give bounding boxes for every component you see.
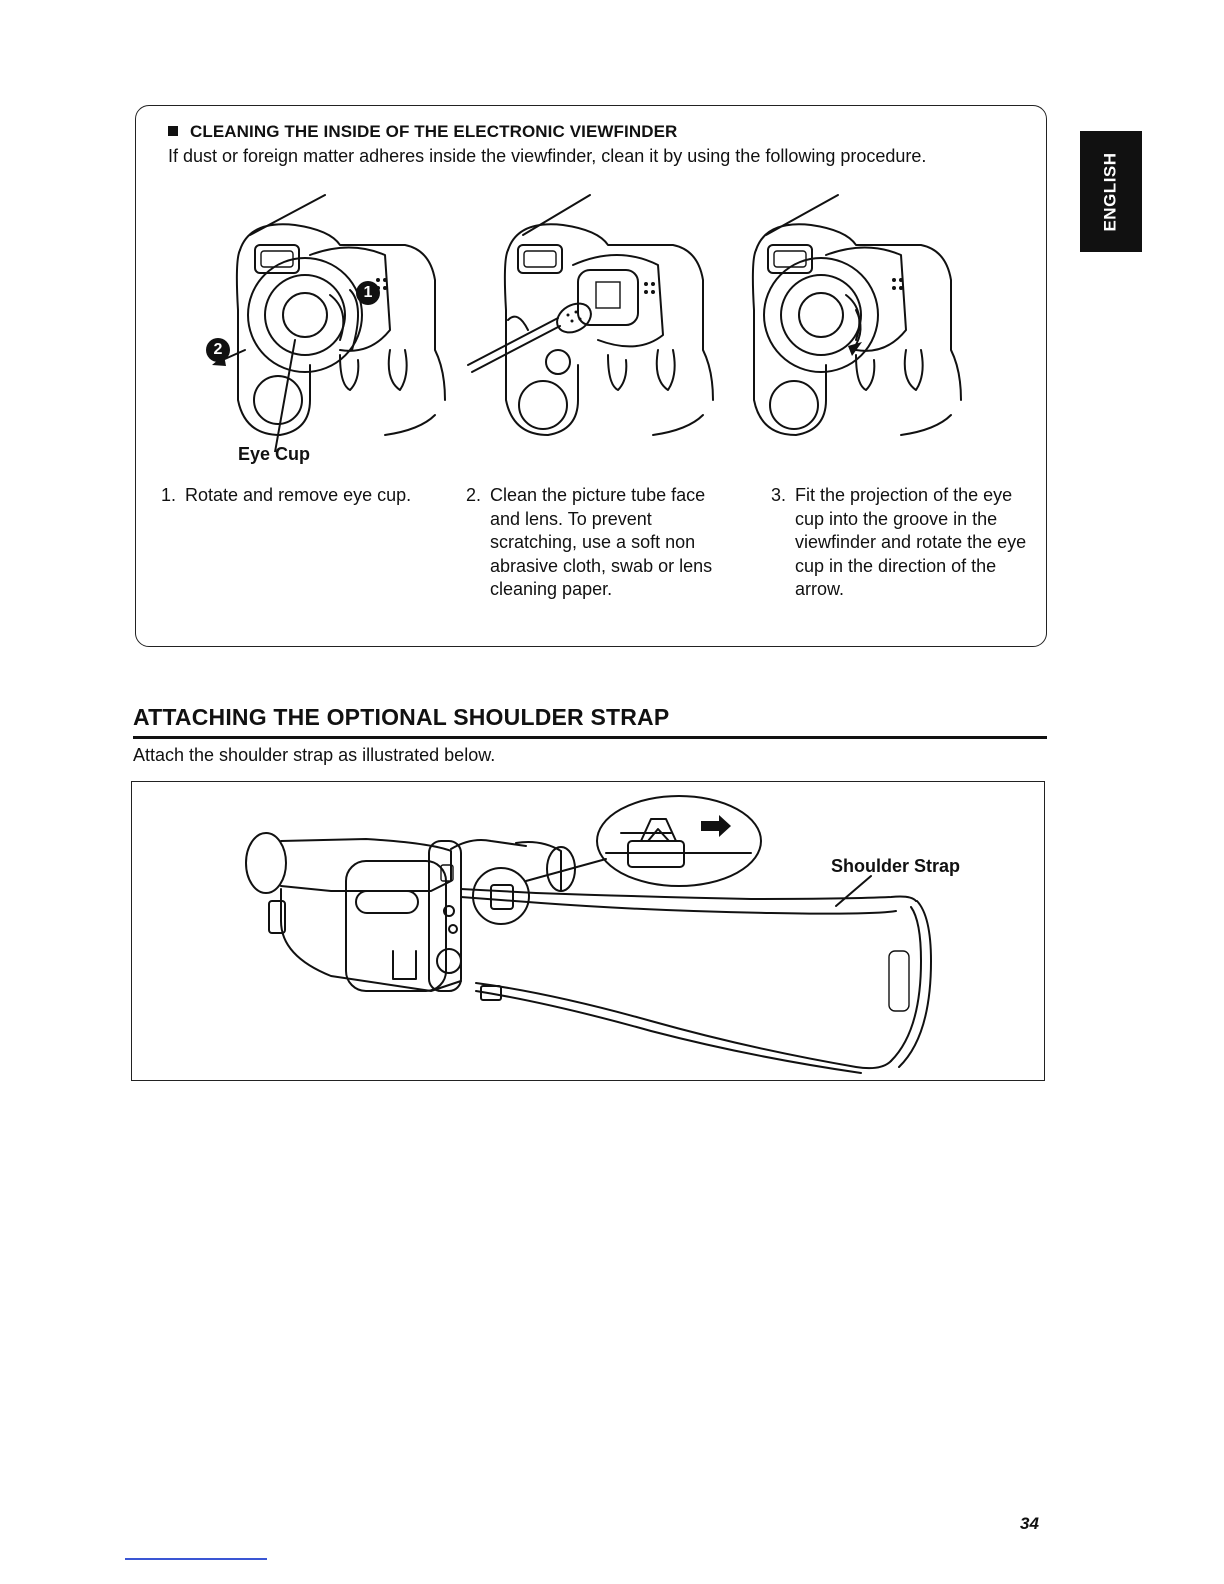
step-2: 2. Clean the picture tube face and lens.…	[466, 484, 736, 602]
step-1: 1. Rotate and remove eye cup.	[161, 484, 421, 508]
bullet-square-icon	[168, 126, 178, 136]
eye-cup-label: Eye Cup	[238, 444, 310, 465]
illustration-shoulder-strap	[131, 781, 1045, 1081]
cleaning-title-text: CLEANING THE INSIDE OF THE ELECTRONIC VI…	[190, 122, 677, 141]
language-tab-label: ENGLISH	[1080, 131, 1142, 252]
shoulder-strap-label: Shoulder Strap	[831, 856, 960, 877]
step-2-number: 2.	[466, 484, 481, 508]
strap-intro: Attach the shoulder strap as illustrated…	[133, 745, 495, 766]
step-3-number: 3.	[771, 484, 786, 508]
heading-rule	[133, 736, 1047, 739]
illustration-fit-eyecup	[706, 190, 968, 452]
step-1-number: 1.	[161, 484, 176, 508]
illustration-remove-eyecup	[190, 190, 452, 452]
step-badge-1: 1	[356, 281, 380, 305]
step-3-text: Fit the projection of the eye cup into t…	[795, 484, 1041, 602]
language-tab-text: ENGLISH	[1101, 152, 1121, 231]
strap-heading: ATTACHING THE OPTIONAL SHOULDER STRAP	[133, 704, 669, 731]
bottom-divider	[125, 1558, 267, 1560]
page-number: 34	[1020, 1514, 1039, 1534]
cleaning-title: CLEANING THE INSIDE OF THE ELECTRONIC VI…	[168, 122, 677, 142]
step-2-text: Clean the picture tube face and lens. To…	[490, 484, 736, 602]
cleaning-intro: If dust or foreign matter adheres inside…	[168, 146, 926, 167]
step-1-text: Rotate and remove eye cup.	[185, 484, 421, 508]
step-badge-2: 2	[206, 338, 230, 362]
illustration-clean-tube	[458, 190, 720, 452]
step-3: 3. Fit the projection of the eye cup int…	[771, 484, 1041, 602]
